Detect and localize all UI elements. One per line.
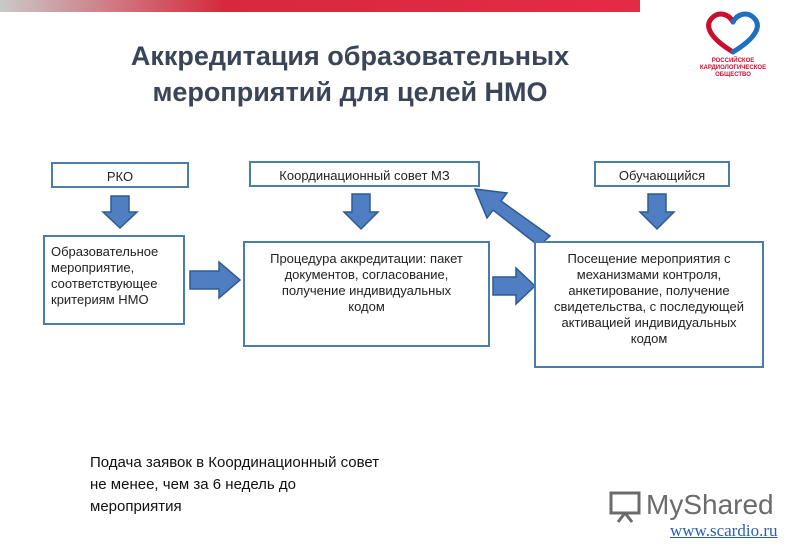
box-line: критериям НМО [51,292,149,307]
arrow-down-learner-icon [638,193,676,231]
application-deadline-note: Подача заявок в Координационный совет не… [90,452,450,518]
title-line1: Аккредитация образовательных [130,41,570,71]
logo: РОССИЙСКОЕ КАРДИОЛОГИЧЕСКОЕ ОБЩЕСТВО [682,8,784,80]
arrow-down-coord-icon [342,193,380,231]
watermark-brand: MyShared [646,489,774,520]
presentation-board-icon [609,491,641,523]
page-title: Аккредитация образовательных мероприятий… [95,38,605,110]
box-learner-label: Обучающийся [618,168,706,183]
box-event-attendance: Посещение мероприятия с механизмами конт… [534,241,764,368]
box-accreditation-procedure: Процедура аккредитации: пакет документов… [243,241,490,347]
box-coordination-council-label: Координационный совет МЗ [279,168,450,183]
box-line: Образовательное [51,244,159,259]
box-line: мероприятие, [51,260,135,275]
arrow-right-event-icon [189,260,242,300]
arrow-right-procedure-icon [492,266,537,306]
box-line: активацией индивидуальных [561,315,737,330]
box-line: Процедура аккредитации: пакет [270,251,463,266]
box-line: анкетирование, получение [568,283,730,298]
website-link[interactable]: www.scardio.ru [670,521,778,540]
logo-text-line1: РОССИЙСКОЕ [711,58,755,64]
arrow-down-rko-icon [101,195,139,230]
note-line: мероприятия [90,498,182,515]
watermark: MyShared www.scardio.ru [606,488,796,550]
box-line: получение индивидуальных [281,283,452,298]
box-line: соответствующее [51,276,158,291]
note-line: Подача заявок в Координационный совет [90,454,380,471]
box-line: свидетельства, с последующей [554,299,744,314]
title-line2: мероприятий для целей НМО [152,77,548,107]
box-educational-event: Образовательное мероприятие, соответству… [43,235,185,325]
box-line: механизмами контроля, [576,267,722,282]
note-line: не менее, чем за 6 недель до [90,476,297,493]
logo-text-line3: ОБЩЕСТВО [715,72,751,78]
box-learner: Обучающийся [594,161,730,187]
box-rko-label: РКО [106,169,134,184]
arrow-diagonal-feedback-icon [473,188,552,247]
box-line: документов, согласование, [284,267,449,282]
heart-logo-icon [706,11,760,55]
box-rko: РКО [51,162,189,188]
box-coordination-council: Координационный совет МЗ [249,161,480,187]
top-accent-bar [0,0,640,12]
logo-text-line2: КАРДИОЛОГИЧЕСКОЕ [699,65,767,71]
box-line: кодом [630,331,668,346]
box-line: Посещение мероприятия с [567,251,731,266]
box-line: кодом [348,299,385,314]
